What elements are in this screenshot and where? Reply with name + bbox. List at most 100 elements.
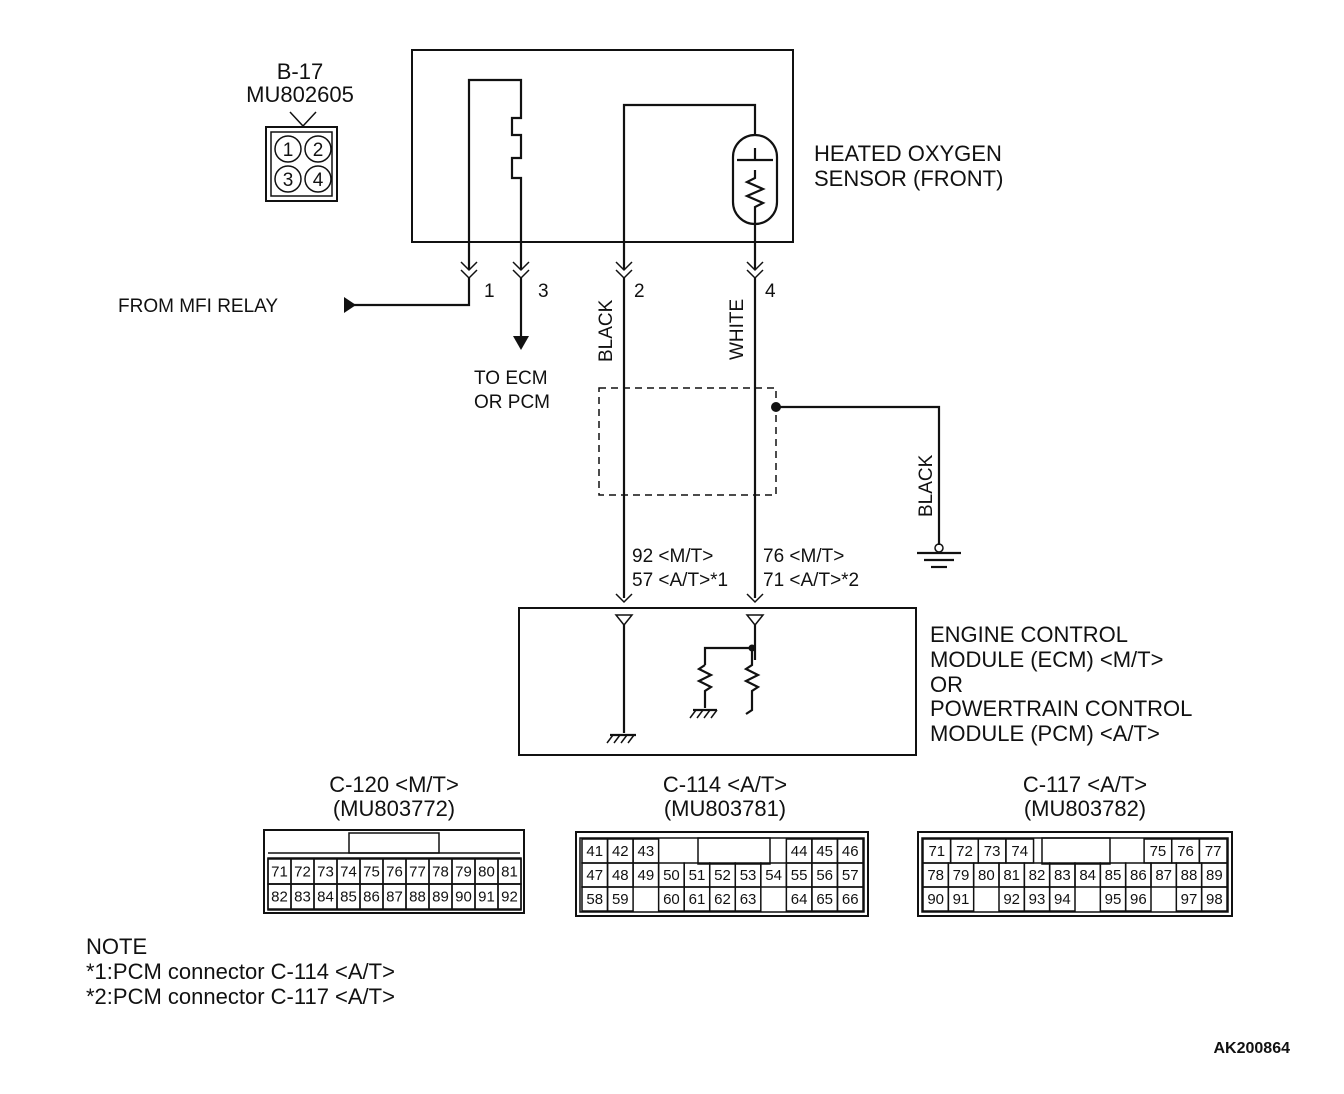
ecm-label-line3: OR bbox=[930, 672, 963, 697]
connector-pin-number: 55 bbox=[791, 867, 808, 884]
connector-pin-number: 86 bbox=[1130, 867, 1147, 884]
connector-pin-number: 88 bbox=[409, 889, 426, 906]
connector-pin-number: 94 bbox=[1054, 891, 1071, 908]
pin-circle bbox=[304, 165, 332, 193]
connector-pin-number: 86 bbox=[363, 889, 380, 906]
sensor-signal-wire bbox=[622, 103, 757, 270]
connector-pin-number: 82 bbox=[271, 889, 288, 906]
connector-pin-number: 45 bbox=[816, 843, 833, 860]
pin-circle bbox=[274, 135, 302, 163]
pin-circle bbox=[274, 165, 302, 193]
connector-pin-number: 76 bbox=[1177, 843, 1194, 860]
pin-number-4: 4 bbox=[765, 281, 776, 302]
connector-terminals bbox=[460, 261, 764, 280]
connector-pin-number: 75 bbox=[363, 864, 380, 881]
ecm-pin-a-line2: 57 <A/T>*1 bbox=[632, 570, 728, 591]
connector-cell bbox=[947, 886, 975, 912]
wire-color-shield: BLACK bbox=[916, 454, 937, 517]
ecm-pin-a-line1: 92 <M/T> bbox=[632, 546, 713, 567]
connector-lock bbox=[697, 837, 771, 865]
connector-pin-number: 76 bbox=[386, 864, 403, 881]
wire-color-black: BLACK bbox=[596, 299, 617, 362]
figure-code: AK200864 bbox=[1214, 1040, 1291, 1057]
ecm-pin-b-line2: 71 <A/T>*2 bbox=[763, 570, 859, 591]
connector-pin-number: 74 bbox=[340, 864, 357, 881]
connector-name: C-120 <M/T> bbox=[329, 772, 459, 797]
sensor-label-line2: SENSOR (FRONT) bbox=[814, 166, 1003, 191]
connector-pin-number: 91 bbox=[953, 891, 970, 908]
connector-pin-number: 85 bbox=[1105, 867, 1122, 884]
wire-shield bbox=[598, 387, 777, 496]
ecm-module: ENGINE CONTROL MODULE (ECM) <M/T> OR POW… bbox=[518, 607, 1192, 756]
connector-pin-number: 63 bbox=[740, 891, 757, 908]
connector-lock bbox=[348, 832, 440, 854]
connector-pin-number: 57 bbox=[842, 867, 859, 884]
connector-pin-number: 74 bbox=[1011, 843, 1028, 860]
connector-pin-number: 72 bbox=[956, 843, 973, 860]
connector-pin-number: 73 bbox=[317, 864, 334, 881]
connector-pin-number: 90 bbox=[927, 891, 944, 908]
connector-part: (MU803781) bbox=[664, 796, 786, 821]
connector-pin-number: 72 bbox=[294, 864, 311, 881]
connector-pin-number: 89 bbox=[1206, 867, 1223, 884]
connector-pin-number: 91 bbox=[478, 889, 495, 906]
connector-pin-number: 83 bbox=[1054, 867, 1071, 884]
terminal-chevron-icon bbox=[615, 593, 633, 604]
connector-pin-number: 78 bbox=[432, 864, 449, 881]
connector-housing bbox=[263, 829, 525, 914]
connector-b17: B-17 MU802605 1 2 3 4 bbox=[246, 59, 354, 202]
connector-cell bbox=[836, 886, 864, 912]
wire-color-white: WHITE bbox=[727, 299, 748, 360]
connector-cell bbox=[734, 886, 762, 912]
connector-latch-icon bbox=[289, 111, 317, 128]
note-line-1: *1:PCM connector C-114 <A/T> bbox=[86, 959, 395, 984]
connector-pin-number: 77 bbox=[1205, 843, 1222, 860]
connector-pin-number: 42 bbox=[612, 843, 629, 860]
connector-pin-number: 71 bbox=[928, 843, 945, 860]
connector-pin-number: 61 bbox=[689, 891, 706, 908]
ecm-label-line1: ENGINE CONTROL bbox=[930, 622, 1128, 647]
sensor-housing bbox=[411, 49, 794, 243]
connector-pin-number: 71 bbox=[271, 864, 288, 881]
connector-cell bbox=[1048, 886, 1076, 912]
connector-b17-part: MU802605 bbox=[246, 82, 354, 107]
connector-b17-housing bbox=[265, 126, 338, 202]
connector-b17-id: B-17 bbox=[277, 59, 323, 84]
connector-cell bbox=[1124, 886, 1152, 912]
pin-circle bbox=[304, 135, 332, 163]
connector-pin-number: 64 bbox=[791, 891, 808, 908]
connector-name: C-114 <A/T> bbox=[663, 772, 787, 797]
connector-pin-number: 56 bbox=[816, 867, 833, 884]
mfi-relay-wire bbox=[352, 278, 471, 307]
connector-pin-number: 43 bbox=[638, 843, 655, 860]
heater-element bbox=[467, 78, 523, 270]
from-mfi-relay-label: FROM MFI RELAY bbox=[118, 296, 278, 317]
connector-pin-number: 95 bbox=[1105, 891, 1122, 908]
connector-pin-number: 87 bbox=[1155, 867, 1172, 884]
connector-pin-number: 89 bbox=[432, 889, 449, 906]
pin-number-2: 2 bbox=[634, 281, 645, 302]
connector-pin-number: 49 bbox=[638, 867, 655, 884]
connector-pin-number: 53 bbox=[740, 867, 757, 884]
pin-label: 4 bbox=[313, 170, 324, 191]
connector-pin-number: 83 bbox=[294, 889, 311, 906]
connector-pin-number: 52 bbox=[714, 867, 731, 884]
shield-ground-wire bbox=[776, 405, 941, 545]
to-ecm-label-2: OR PCM bbox=[474, 392, 550, 413]
pin-number-1: 1 bbox=[484, 281, 495, 302]
connector-pin-number: 88 bbox=[1181, 867, 1198, 884]
pin-label: 1 bbox=[283, 140, 294, 161]
connector-pin-number: 48 bbox=[612, 867, 629, 884]
connector-pin-number: 73 bbox=[984, 843, 1001, 860]
connector-housing bbox=[917, 831, 1233, 917]
connector-pin-number: 81 bbox=[501, 864, 518, 881]
connector-pin-number: 82 bbox=[1029, 867, 1046, 884]
connector-pin-number: 79 bbox=[455, 864, 472, 881]
note-title: NOTE bbox=[86, 934, 147, 959]
connector-cell bbox=[606, 886, 634, 912]
connector-pin-number: 92 bbox=[1003, 891, 1020, 908]
connector-part: (MU803782) bbox=[1024, 796, 1146, 821]
